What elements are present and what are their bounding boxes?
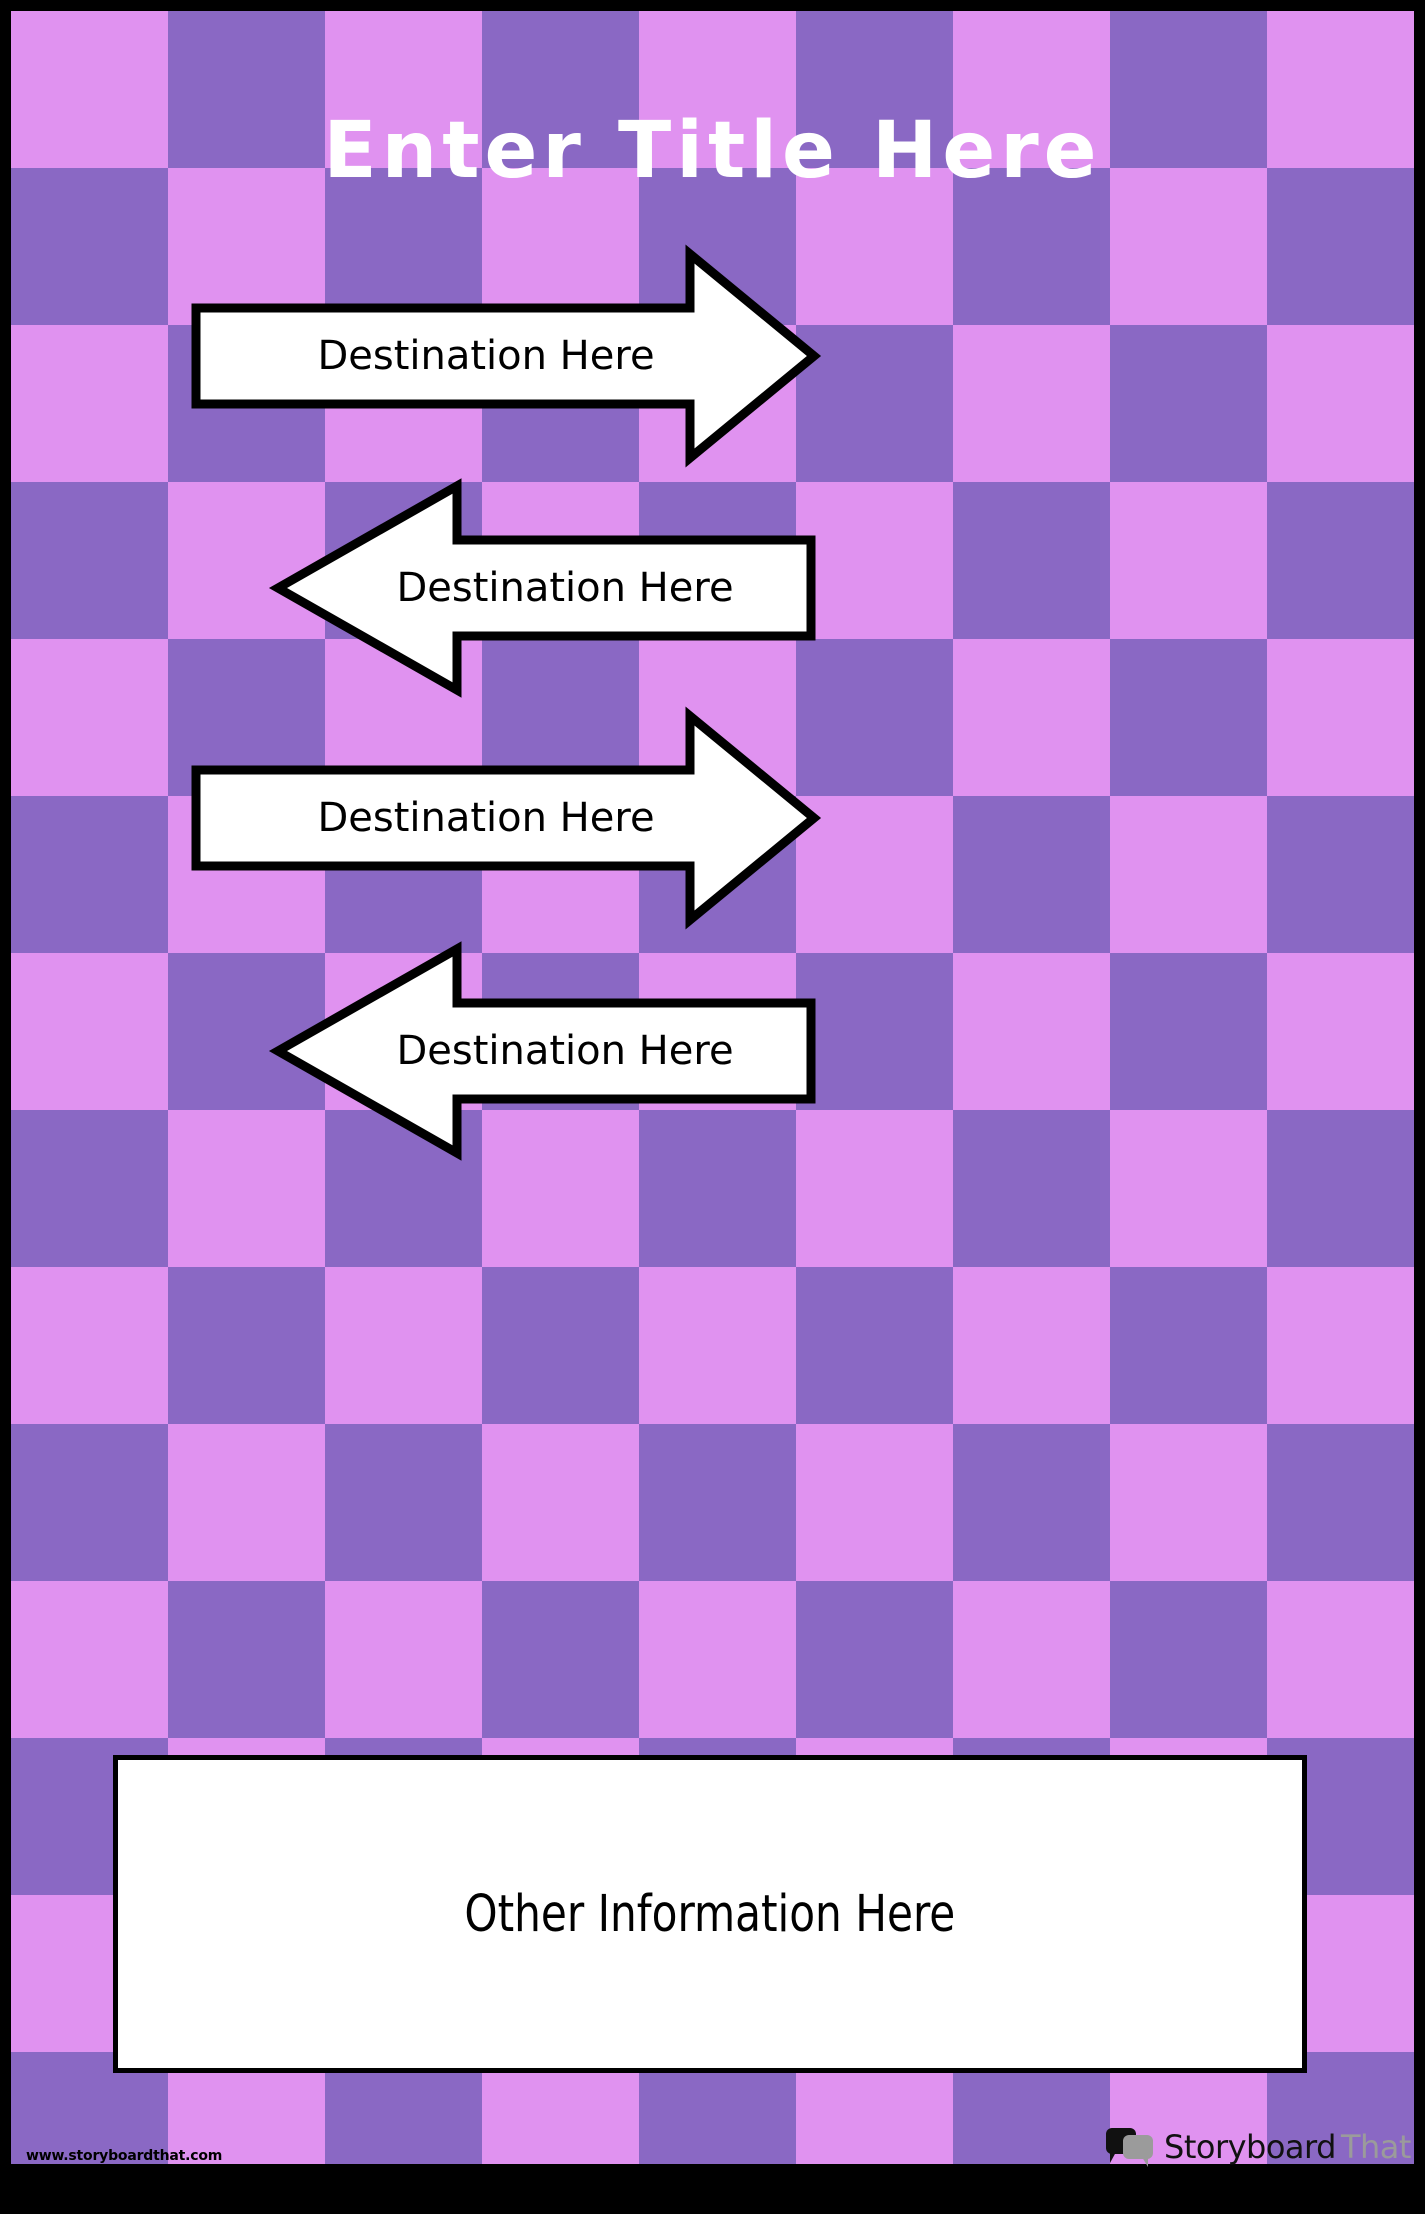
arrow-shape-left-4[interactable] bbox=[268, 941, 817, 1161]
other-information-box[interactable]: Other Information Here bbox=[113, 1755, 1307, 2073]
arrow-shape-right-1[interactable] bbox=[190, 244, 822, 468]
storyboardthat-logo: Storyboard That bbox=[1106, 2124, 1411, 2170]
brand-name-primary: Storyboard bbox=[1164, 2128, 1336, 2166]
site-url-text: www.storyboardthat.com bbox=[26, 2148, 223, 2164]
other-information-text: Other Information Here bbox=[464, 1884, 956, 1944]
page-title[interactable]: Enter Title Here bbox=[323, 106, 1102, 196]
arrow-shape-left-2[interactable] bbox=[268, 478, 817, 698]
arrow-shape-right-3[interactable] bbox=[190, 706, 822, 930]
speech-bubbles-icon bbox=[1106, 2128, 1156, 2167]
brand-name-secondary: That bbox=[1340, 2128, 1411, 2166]
